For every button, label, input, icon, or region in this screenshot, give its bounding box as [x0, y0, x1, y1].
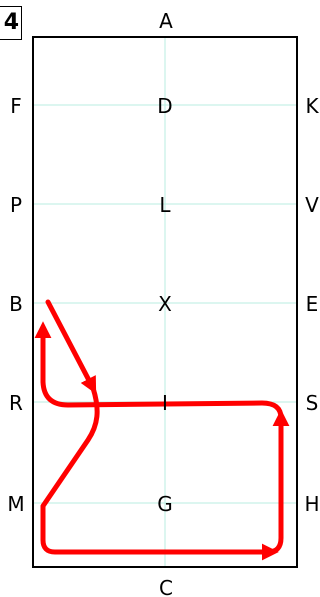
- letter-left-2: P: [10, 193, 22, 217]
- route: [34, 299, 290, 561]
- letter-left-4: R: [9, 391, 23, 415]
- letter-right-2: V: [305, 193, 319, 217]
- letter-top: A: [159, 9, 173, 33]
- letter-left-5: M: [7, 492, 24, 516]
- arena-border: [32, 36, 298, 568]
- letter-right-5: H: [304, 492, 319, 516]
- route-segment-b-to-r: [45, 299, 97, 395]
- test-number-box: 4: [0, 6, 22, 40]
- letter-right-1: K: [305, 94, 319, 118]
- letter-right-4: S: [306, 391, 319, 415]
- letter-left-3: B: [9, 292, 23, 316]
- letter-bottom: C: [159, 576, 173, 597]
- letter-center-3: X: [158, 292, 172, 316]
- route-segment-s-r-b: [34, 321, 284, 426]
- test-number: 4: [3, 10, 19, 35]
- route-segment-h-to-s: [265, 409, 290, 555]
- letter-center-4: I: [162, 391, 168, 415]
- letter-center-5: G: [157, 492, 173, 516]
- route-segment-r-m-h: [40, 385, 279, 561]
- letter-left-1: F: [10, 94, 22, 118]
- letter-center-1: D: [157, 94, 172, 118]
- letter-right-3: E: [306, 292, 319, 316]
- letter-center-2: L: [159, 193, 171, 217]
